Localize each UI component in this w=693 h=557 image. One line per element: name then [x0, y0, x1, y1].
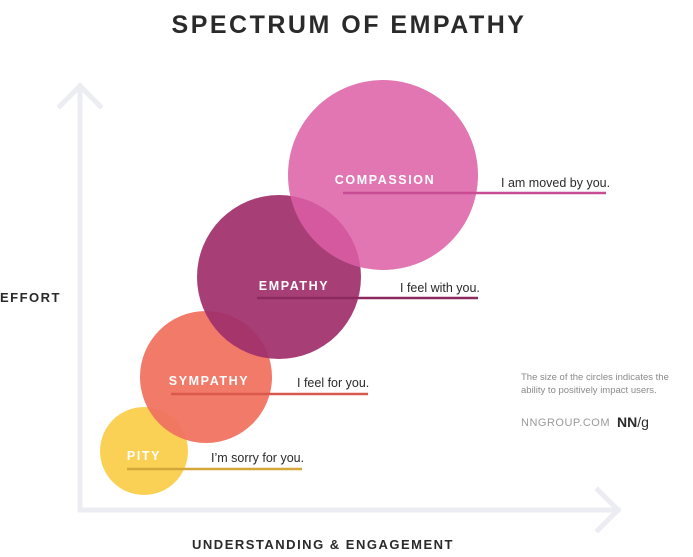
x-axis-label: UNDERSTANDING & ENGAGEMENT — [192, 537, 454, 552]
y-axis — [56, 82, 104, 513]
size-note-line-2: ability to positively impact users. — [521, 385, 657, 396]
empathy-phrase: I feel with you. — [400, 281, 480, 295]
nng-logo: NN/g — [617, 414, 649, 430]
site-name: NNGROUP.COM — [521, 417, 610, 429]
labels-group: PITY I’m sorry for you. SYMPATHY I feel for… — [127, 173, 610, 471]
x-axis-arrow-icon — [594, 486, 622, 534]
pity-phrase: I’m sorry for you. — [211, 451, 304, 465]
logo-bold: NN — [617, 414, 637, 430]
pity-label: PITY — [127, 449, 161, 463]
compassion-phrase: I am moved by you. — [501, 176, 610, 190]
size-note-line-1: The size of the circles indicates the — [521, 372, 669, 383]
logo-rest: /g — [637, 414, 649, 430]
y-axis-label: EFFORT — [0, 290, 61, 305]
circles-group — [100, 80, 478, 495]
sympathy-label: SYMPATHY — [169, 374, 249, 388]
x-axis — [77, 486, 622, 534]
sympathy-phrase: I feel for you. — [297, 376, 369, 390]
compassion-circle — [288, 80, 478, 270]
y-axis-arrow-icon — [56, 82, 104, 110]
compassion-label: COMPASSION — [335, 173, 436, 187]
empathy-label: EMPATHY — [259, 279, 329, 293]
diagram-title: SPECTRUM OF EMPATHY — [172, 11, 527, 39]
